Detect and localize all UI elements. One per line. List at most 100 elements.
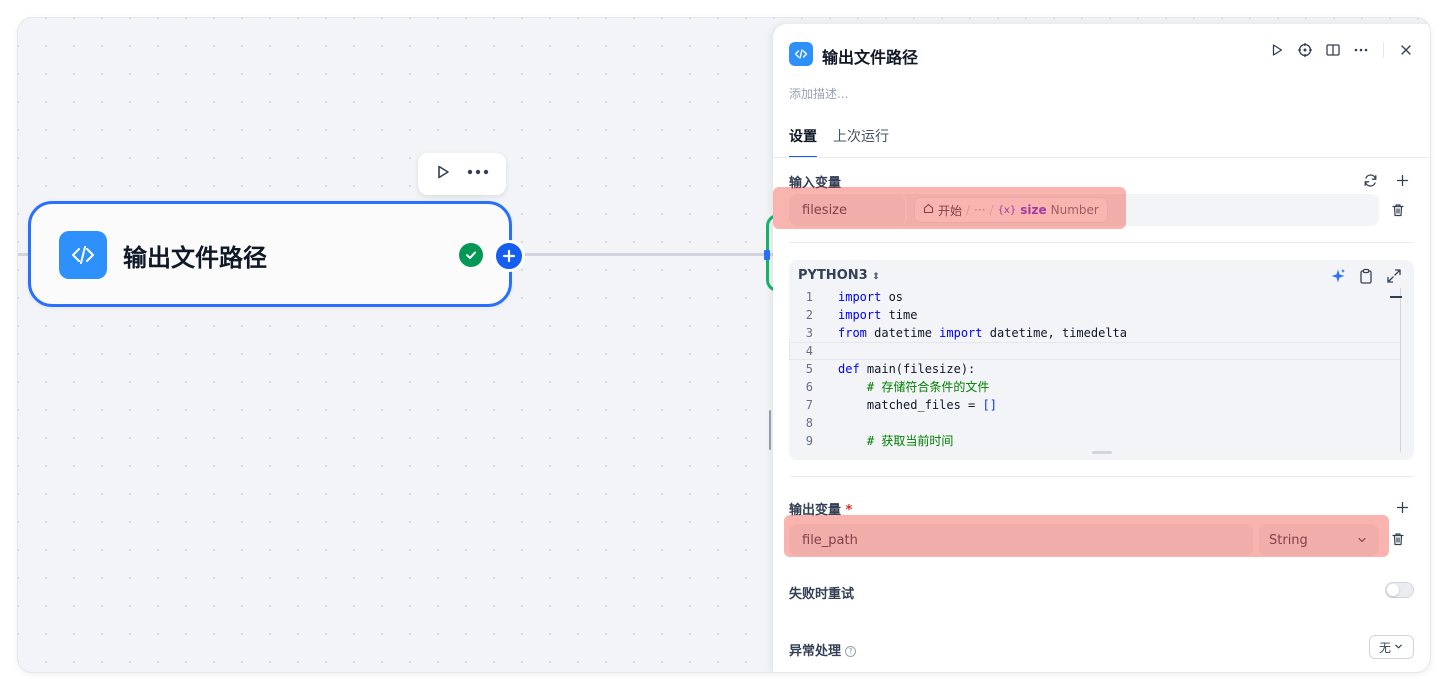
- input-vars-label: 输入变量: [789, 176, 842, 191]
- var-type: Number: [1050, 203, 1099, 217]
- output-vars-label: 输出变量 *: [789, 499, 852, 518]
- retry-toggle[interactable]: [1385, 582, 1414, 598]
- highlight-overlay: [773, 187, 1126, 229]
- code-line[interactable]: 8: [789, 414, 1401, 432]
- error-handling-select[interactable]: 无: [1369, 635, 1414, 659]
- code-line[interactable]: 9 # 获取当前时间: [789, 432, 1401, 450]
- var-name: size: [1020, 203, 1047, 217]
- chevron-updown-icon: ⇕: [872, 272, 880, 282]
- source-node-name: 开始: [938, 203, 963, 218]
- clipboard-icon[interactable]: [1358, 268, 1374, 288]
- divider: [789, 242, 1414, 243]
- panel-actions: [1269, 42, 1414, 58]
- output-var-type-select[interactable]: String: [1259, 524, 1379, 556]
- retry-label: 失败时重试: [789, 587, 855, 602]
- error-handling-label: 异常处理?: [789, 640, 857, 659]
- line-number: 9: [805, 434, 813, 448]
- play-icon[interactable]: [434, 163, 452, 185]
- line-number: 5: [805, 362, 813, 376]
- var-reference-picker[interactable]: 开始 / ··· / {x} size Number: [915, 198, 1107, 222]
- code-lines[interactable]: 1 import os 2 import time 3 from datetime imp…: [789, 288, 1401, 450]
- code-text: # 获取当前时间: [866, 434, 954, 448]
- home-icon: [923, 203, 934, 217]
- output-var-row: file_path String: [789, 524, 1379, 556]
- node-title: 输出文件路径: [123, 244, 267, 272]
- path-separator: /: [989, 203, 994, 217]
- variable-icon: {x}: [997, 204, 1017, 216]
- path-separator: /: [966, 203, 971, 217]
- code-node[interactable]: 输出文件路径: [28, 201, 525, 307]
- code-line[interactable]: 1 import os: [789, 288, 1401, 306]
- divider: [1383, 42, 1384, 58]
- expand-icon[interactable]: [1386, 268, 1402, 288]
- panel-title[interactable]: 输出文件路径: [822, 48, 919, 67]
- input-var-name-field[interactable]: filesize: [789, 194, 907, 226]
- node-toolbar: [418, 153, 506, 195]
- code-line[interactable]: 3 from datetime import datetime, timedelt…: [789, 324, 1401, 342]
- input-var-row: filesize 开始 / ··· / {x} size Number: [789, 194, 1379, 226]
- tab-last-run[interactable]: 上次运行: [833, 129, 889, 145]
- edge-connector: [518, 253, 778, 256]
- add-node-button[interactable]: [493, 240, 525, 272]
- target-handle[interactable]: [764, 250, 770, 260]
- code-icon: [59, 231, 107, 279]
- code-text: import os: [838, 290, 904, 304]
- code-line[interactable]: 2 import time: [789, 306, 1401, 324]
- code-editor[interactable]: PYTHON3 ⇕ 1 import os 2 import time 3 from da…: [789, 260, 1414, 460]
- tab-settings[interactable]: 设置: [789, 126, 817, 158]
- language-label: PYTHON3: [798, 268, 868, 283]
- panel-resize-handle[interactable]: [769, 410, 771, 450]
- code-line[interactable]: 7 matched_files = []: [789, 396, 1401, 414]
- more-icon[interactable]: [1353, 42, 1369, 58]
- play-icon[interactable]: [1269, 42, 1285, 58]
- toggle-knob: [1387, 584, 1399, 596]
- line-number: 7: [805, 398, 813, 412]
- line-number: 3: [805, 326, 813, 340]
- description-input[interactable]: 添加描述...: [789, 87, 849, 101]
- tabs-divider: [773, 157, 1430, 158]
- node-settings-panel: 输出文件路径 添加描述... 设置 上次运行 输入变量 filesize 开始: [773, 24, 1430, 672]
- path-ellipsis: ···: [974, 203, 986, 217]
- book-icon[interactable]: [1325, 42, 1341, 58]
- trash-icon[interactable]: [1390, 202, 1406, 218]
- line-number: 1: [805, 290, 813, 304]
- scrollbar[interactable]: [1400, 288, 1401, 452]
- line-number: 8: [805, 416, 813, 430]
- error-handling-value: 无: [1379, 640, 1392, 655]
- output-var-type: String: [1269, 532, 1308, 548]
- language-select[interactable]: PYTHON3 ⇕: [798, 268, 880, 283]
- code-text: # 存储符合条件的文件: [866, 380, 990, 394]
- code-line[interactable]: 6 # 存储符合条件的文件: [789, 378, 1401, 396]
- more-icon[interactable]: [466, 163, 490, 185]
- trash-icon[interactable]: [1390, 531, 1406, 547]
- resize-handle[interactable]: [1092, 451, 1112, 454]
- close-icon[interactable]: [1398, 42, 1414, 58]
- sparkle-icon[interactable]: [1330, 268, 1346, 288]
- divider: [789, 476, 1414, 477]
- output-vars-label-text: 输出变量: [789, 503, 842, 518]
- line-number: 4: [805, 344, 813, 358]
- add-input-button[interactable]: [1394, 172, 1410, 188]
- code-line[interactable]: 4: [789, 342, 1401, 360]
- line-number: 6: [805, 380, 813, 394]
- edge-left: [18, 253, 30, 256]
- workflow-canvas[interactable]: 输出文件路径 输出文件路径 添加描述... 设置 上次运行 输入变量: [18, 18, 1430, 672]
- locate-icon[interactable]: [1297, 42, 1313, 58]
- scrollbar-thumb[interactable]: [1390, 296, 1402, 298]
- chevron-down-icon: [1394, 640, 1403, 654]
- panel-tabs: 设置 上次运行: [789, 126, 889, 158]
- code-text: from datetime import datetime, timedelta: [838, 326, 1128, 340]
- error-handling-label-text: 异常处理: [789, 644, 842, 659]
- chevron-down-icon: [1357, 534, 1367, 549]
- output-var-name-field[interactable]: file_path: [789, 524, 1253, 556]
- help-icon[interactable]: ?: [845, 646, 857, 657]
- code-text: matched_files = []: [838, 398, 997, 412]
- line-number: 2: [805, 308, 813, 322]
- required-mark: *: [845, 503, 853, 518]
- code-icon: [789, 42, 813, 66]
- highlight-overlay: [784, 515, 1389, 557]
- add-output-button[interactable]: [1394, 499, 1410, 515]
- sync-icon[interactable]: [1362, 172, 1378, 188]
- code-text: import time: [838, 308, 918, 322]
